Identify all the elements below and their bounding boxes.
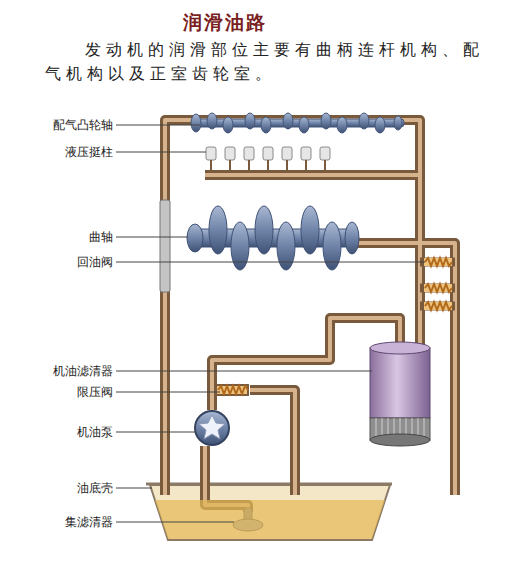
- diagram-title: 润滑油路: [183, 10, 267, 36]
- cam-lobe: [299, 117, 309, 133]
- valve-body: [420, 302, 455, 311]
- crank-pulley: [187, 224, 203, 252]
- leader-line: [116, 237, 188, 238]
- cam-lobe: [337, 117, 347, 133]
- part-label: 机油滤清器: [53, 363, 113, 379]
- valve-chamber: [424, 258, 452, 266]
- pipe: [205, 173, 420, 177]
- filter-body: [370, 348, 430, 418]
- pump-rotor: [199, 415, 225, 439]
- valve-spring: [425, 302, 452, 310]
- leader-line: [116, 371, 372, 372]
- return-valves: [420, 258, 455, 310]
- part-label: 油底壳: [77, 480, 113, 496]
- valve-chamber: [424, 284, 452, 292]
- part-label: 限压阀: [77, 384, 113, 400]
- caption-text: 发动机的润滑部位主要有曲柄连杆机构、配气机构以及正室齿轮室。: [45, 38, 500, 86]
- cam-lobe: [245, 113, 255, 129]
- cam-lobe: [283, 113, 293, 129]
- leader-line: [116, 522, 234, 523]
- relief-valve: [216, 385, 248, 395]
- lifter-feed: [211, 160, 325, 171]
- leader-line: [116, 125, 200, 126]
- crank-web: [277, 222, 295, 270]
- part-label: 集滤清器: [65, 514, 113, 530]
- crank-web: [301, 206, 319, 254]
- leader-line: [116, 392, 220, 393]
- camshaft: [191, 113, 404, 133]
- valve-body: [420, 284, 455, 293]
- leader-line: [116, 262, 425, 263]
- leader-lines: [116, 125, 425, 522]
- cam-lobe: [359, 113, 369, 129]
- crank-web: [255, 206, 273, 254]
- lifter: [225, 147, 235, 160]
- valve-chamber: [424, 302, 452, 310]
- valve-chamber: [216, 385, 248, 395]
- crank-flange: [345, 222, 359, 254]
- pipe: [355, 243, 455, 495]
- lifter: [320, 147, 330, 160]
- hydraulic-lifters: [206, 147, 330, 171]
- oil-pump: [195, 411, 229, 445]
- oil-pipes: [165, 120, 455, 512]
- dipstick-tube: [160, 200, 170, 292]
- cam-journal: [394, 116, 402, 130]
- leader-line: [116, 432, 196, 433]
- valve-spring: [425, 284, 452, 292]
- lifter: [244, 147, 254, 160]
- filter-top: [370, 342, 430, 354]
- pipe: [250, 390, 295, 495]
- part-label: 曲轴: [89, 229, 113, 245]
- valve-spring: [218, 386, 248, 394]
- leader-line: [116, 152, 206, 153]
- leader-line: [116, 488, 152, 489]
- crankshaft: [187, 206, 359, 270]
- crank-web: [209, 206, 227, 254]
- oil-filter: [370, 342, 430, 446]
- pipe: [250, 390, 295, 495]
- crank-web: [323, 222, 341, 270]
- part-label: 回油阀: [77, 254, 113, 270]
- cam-lobe: [375, 117, 385, 133]
- filter-bottom: [370, 434, 430, 446]
- part-label: 机油泵: [77, 424, 113, 440]
- cam-lobe: [207, 113, 217, 129]
- valve-body: [420, 258, 455, 267]
- cam-lobe: [321, 113, 331, 129]
- lifter: [301, 147, 311, 160]
- crank-web: [231, 222, 249, 270]
- pipe: [355, 243, 455, 495]
- lifter: [206, 147, 216, 160]
- lifter: [282, 147, 292, 160]
- pipe: [205, 170, 420, 180]
- pump-housing: [195, 411, 229, 445]
- valve-spring: [425, 258, 452, 266]
- part-label: 配气凸轮轴: [53, 117, 113, 133]
- cam-lobe: [223, 117, 233, 133]
- lifter: [263, 147, 273, 160]
- oil: [155, 500, 385, 539]
- part-label: 液压挺柱: [65, 144, 113, 160]
- cam-gear: [191, 114, 201, 132]
- cam-lobe: [261, 117, 271, 133]
- pan-body: [150, 485, 390, 540]
- oil-pan: [146, 484, 392, 540]
